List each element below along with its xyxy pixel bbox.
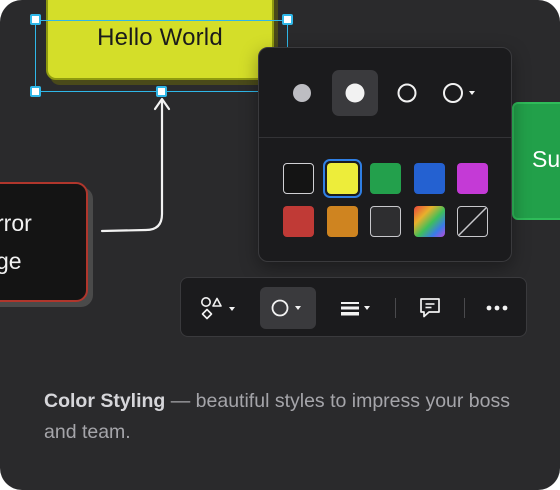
sticky-note-green[interactable]: Su [512,102,560,220]
swatch-gray[interactable] [370,206,401,237]
shapes-icon [201,297,235,320]
swatch-none[interactable] [457,206,488,237]
swatch-black[interactable] [283,163,314,194]
popover-divider [259,137,511,138]
swatch-purple[interactable] [457,163,488,194]
swatch-blue[interactable] [414,163,445,194]
whiteboard-canvas[interactable]: Su Hello World rror ge [0,0,560,370]
swatch-green[interactable] [370,163,401,194]
fill-more-option[interactable] [439,70,485,116]
fill-semi-option[interactable] [332,70,378,116]
sticky-note-yellow[interactable]: Hello World [46,0,274,80]
sticky-note-green-text: Su [532,146,560,172]
comment-button[interactable] [409,287,451,329]
resize-handle-bottom-center[interactable] [156,86,167,97]
swatch-red[interactable] [283,206,314,237]
swatch-selected-ring [323,159,362,198]
circle-outline-icon [271,299,301,317]
more-dots-icon [486,305,508,311]
more-options-button[interactable] [477,287,517,329]
resize-handle-top-right[interactable] [282,14,293,25]
toolbar-separator [464,298,465,318]
resize-handle-bottom-left[interactable] [30,86,41,97]
shapes-menu-button[interactable] [191,287,245,329]
fill-menu-icon [443,83,475,103]
color-style-popover [258,47,512,262]
feature-caption: Color Styling — beautiful styles to impr… [44,386,514,448]
style-toolbar [180,277,527,337]
no-color-icon [458,207,487,236]
toolbar-separator [395,298,396,318]
sticky-note-red-line2: ge [0,248,22,274]
feature-caption-title: Color Styling [44,390,166,412]
filled-circle-icon [345,83,365,103]
outline-circle-icon [397,83,417,103]
line-style-menu-button[interactable] [329,287,381,329]
feature-caption-text: — beautiful styles to impress your boss … [44,390,510,443]
swatch-yellow[interactable] [327,163,358,194]
line-weight-icon [341,302,370,316]
comment-icon [420,298,440,318]
sticky-note-red[interactable]: rror ge [0,182,88,302]
sticky-note-yellow-text: Hello World [97,24,223,51]
fill-style-menu-button[interactable] [260,287,316,329]
solid-circle-icon [293,84,311,102]
sticky-note-red-line1: rror [0,210,32,236]
swatch-orange[interactable] [327,206,358,237]
fill-solid-option[interactable] [279,70,325,116]
resize-handle-top-left[interactable] [30,14,41,25]
fill-none-option[interactable] [384,70,430,116]
swatch-gradient[interactable] [414,206,445,237]
